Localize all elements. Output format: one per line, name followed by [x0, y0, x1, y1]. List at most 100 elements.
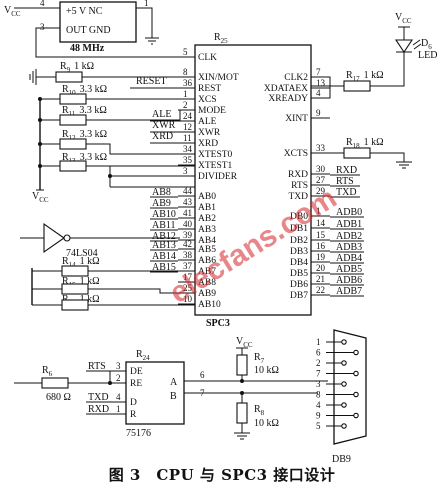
transceiver-net-label: TXD: [88, 392, 109, 403]
spc3-pin-label: XRD: [198, 139, 218, 149]
spc3-pin-label: XREADY: [268, 94, 308, 104]
spc3-pin-num: 37: [183, 261, 193, 271]
spc3-pin-num: 13: [316, 78, 326, 88]
r6-value: 680 Ω: [46, 392, 71, 403]
spc3-pin-label: DB1: [290, 224, 308, 234]
spc3-pin-label: AB9: [198, 289, 216, 299]
adb-net-label: ADB7: [336, 286, 362, 297]
spc3-pin-num: 11: [183, 133, 192, 143]
vcc-led-label: VCC: [395, 12, 412, 25]
spc3-ref: R25: [214, 32, 228, 45]
spc3-pin-num: 24: [183, 111, 193, 121]
svg-text:ALE: ALE: [152, 109, 171, 120]
osc-title: +5 V NC: [66, 6, 103, 17]
spc3-pin-label: AB5: [198, 245, 216, 255]
ab-net-label: AB11: [152, 220, 176, 231]
ab-net-label: AB12: [152, 231, 176, 242]
db9-pin-num: 1: [316, 337, 321, 347]
spc3-pin-num: 27: [316, 175, 326, 185]
db9-pin-icon: [353, 370, 359, 377]
spc3-pin-label: XCS: [198, 95, 216, 105]
spc3-pin-num: 19: [316, 252, 326, 262]
spc3-pin-label: AB1: [198, 203, 216, 213]
spc3-pin-label: RTS: [291, 181, 308, 191]
spc3-pin-label: AB7: [198, 267, 216, 277]
right-net-label: TXD: [336, 187, 357, 198]
spc3-pin-label: AB10: [198, 300, 221, 310]
spc3-pin-label: XDATAEX: [264, 84, 308, 94]
spc3-pin-num: 16: [316, 241, 326, 251]
r8-label: R8: [254, 404, 265, 417]
osc-out-gnd: OUT GND: [66, 25, 111, 36]
spc3-pin-num: 12: [183, 122, 192, 132]
svg-text:3: 3: [40, 22, 45, 32]
spc3-pin-label: DB7: [290, 291, 308, 301]
spc3-pin-label: AB2: [198, 214, 216, 224]
spc3-pin-label: XINT: [285, 114, 308, 124]
spc3-pin-num: 3: [183, 166, 188, 176]
spc3-pin-num: 36: [183, 78, 193, 88]
transceiver-pin-num: 2: [116, 373, 121, 383]
spc3-pin-num: 38: [183, 250, 193, 260]
adb-net-label: ADB4: [336, 253, 362, 264]
spc3-pin-num: 1: [316, 206, 321, 216]
spc3-pin-num: 44: [183, 186, 193, 196]
svg-text:6: 6: [200, 370, 205, 380]
svg-text:B: B: [170, 391, 177, 402]
spc3-pin-label: TXD: [288, 192, 308, 202]
ab-net-label: AB14: [152, 251, 176, 262]
spc3-pin-label: AB0: [198, 192, 216, 202]
vcc-r7-label: VCC: [236, 336, 253, 349]
spc3-pin-num: 4: [316, 88, 321, 98]
db9-pin-icon: [341, 360, 347, 366]
svg-text:A: A: [170, 377, 178, 388]
spc3-name: SPC3: [206, 318, 230, 329]
vcc-left-label: VCC: [32, 191, 49, 204]
spc3-pin-label: CLK2: [284, 73, 308, 83]
spc3-pin-label: REST: [198, 84, 221, 94]
transceiver-pin-label: D: [130, 398, 137, 408]
spc3-pin-label: AB6: [198, 256, 216, 266]
spc3-pin-num: 29: [316, 186, 326, 196]
db9-name: DB9: [332, 454, 351, 465]
db9-pin-icon: [353, 391, 359, 398]
ab-net-label: AB15: [152, 262, 176, 273]
db9-pin-num: 9: [316, 411, 321, 421]
oscillator-module: VCC 4 +5 V NC OUT GND 48 MHz 1 3: [4, 0, 195, 58]
svg-text:XRD: XRD: [152, 131, 173, 142]
spc3-pin-num: 7: [316, 67, 321, 77]
spc3-pin-label: DB4: [290, 258, 308, 268]
spc3-pin-num: 40: [183, 219, 193, 229]
spc3-pin-label: XWR: [198, 128, 221, 138]
spc3-pin-label: DIVIDER: [198, 172, 238, 182]
spc3-pin-num: 20: [316, 263, 326, 273]
adb-net-label: ADB0: [336, 207, 362, 218]
spc3-pin-label: RXD: [288, 170, 308, 180]
spc3-pin-label: XIN/MOT: [198, 73, 239, 83]
spc3-pin-label: XCTS: [284, 149, 308, 159]
spc3-pin-num: 25: [183, 283, 193, 293]
spc3-pin-label: CLK: [198, 53, 217, 63]
led-name: LED: [418, 50, 437, 61]
spc3-pin-label: DB2: [290, 236, 308, 246]
adb-net-label: ADB3: [336, 242, 362, 253]
spc3-pin-num: 2: [183, 100, 188, 110]
spc3-pin-num: 42: [183, 239, 192, 249]
ab-net-label: AB13: [152, 240, 176, 251]
ab-net-label: AB10: [152, 209, 176, 220]
db9-pin-num: 5: [316, 421, 321, 431]
transceiver-name: 75176: [126, 428, 151, 439]
spc3-pin-num: 15: [316, 230, 326, 240]
db9-pin-num: 7: [316, 369, 321, 379]
transceiver-net-label: RTS: [88, 361, 106, 372]
